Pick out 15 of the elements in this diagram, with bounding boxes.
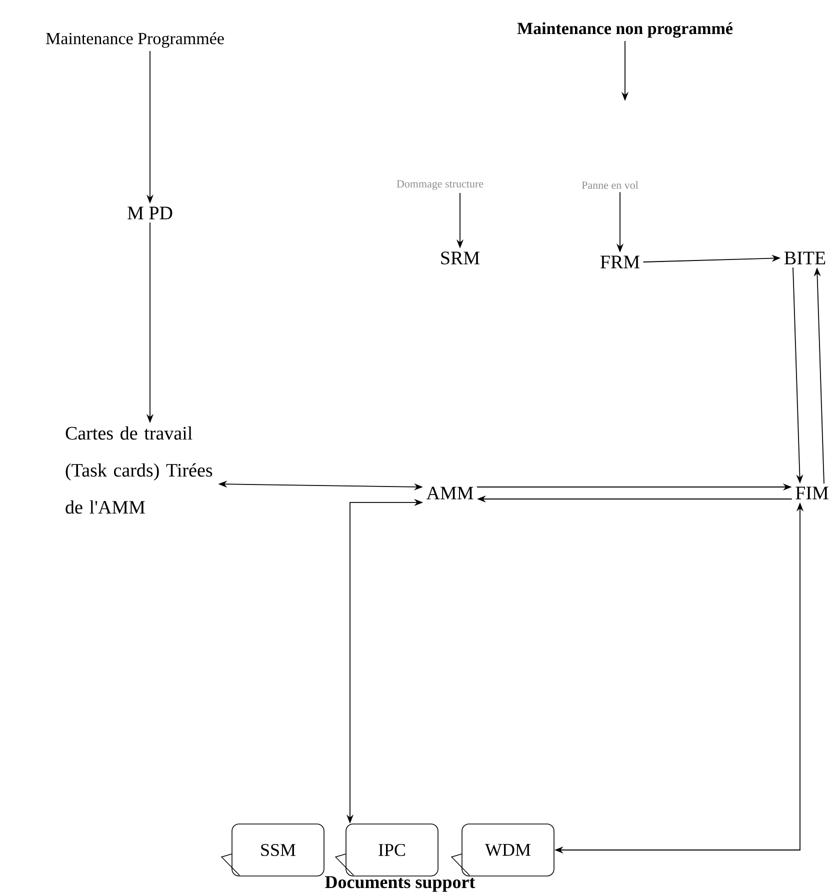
heading-text: Maintenance non programmé	[517, 22, 733, 38]
document-label: BITE	[784, 252, 826, 264]
document-label: FIM	[796, 486, 828, 500]
document-label: M PD	[128, 206, 172, 220]
document-label: AMM	[426, 486, 474, 500]
branch-label: Panne en vol	[582, 181, 638, 189]
heading-text: Maintenance Programmée	[46, 32, 224, 48]
document-label: SRM	[441, 252, 480, 264]
callout-box: WDM	[450, 824, 554, 876]
callout-box: IPC	[334, 824, 438, 876]
group-caption: Documents support	[325, 876, 476, 892]
document-label: FRM	[600, 256, 640, 268]
callout-box: SSM	[220, 824, 324, 876]
task-card-text: Cartes de travail (Task cards) Tirées de l'AMM	[66, 426, 212, 514]
branch-label: Dommage structure	[396, 180, 484, 190]
